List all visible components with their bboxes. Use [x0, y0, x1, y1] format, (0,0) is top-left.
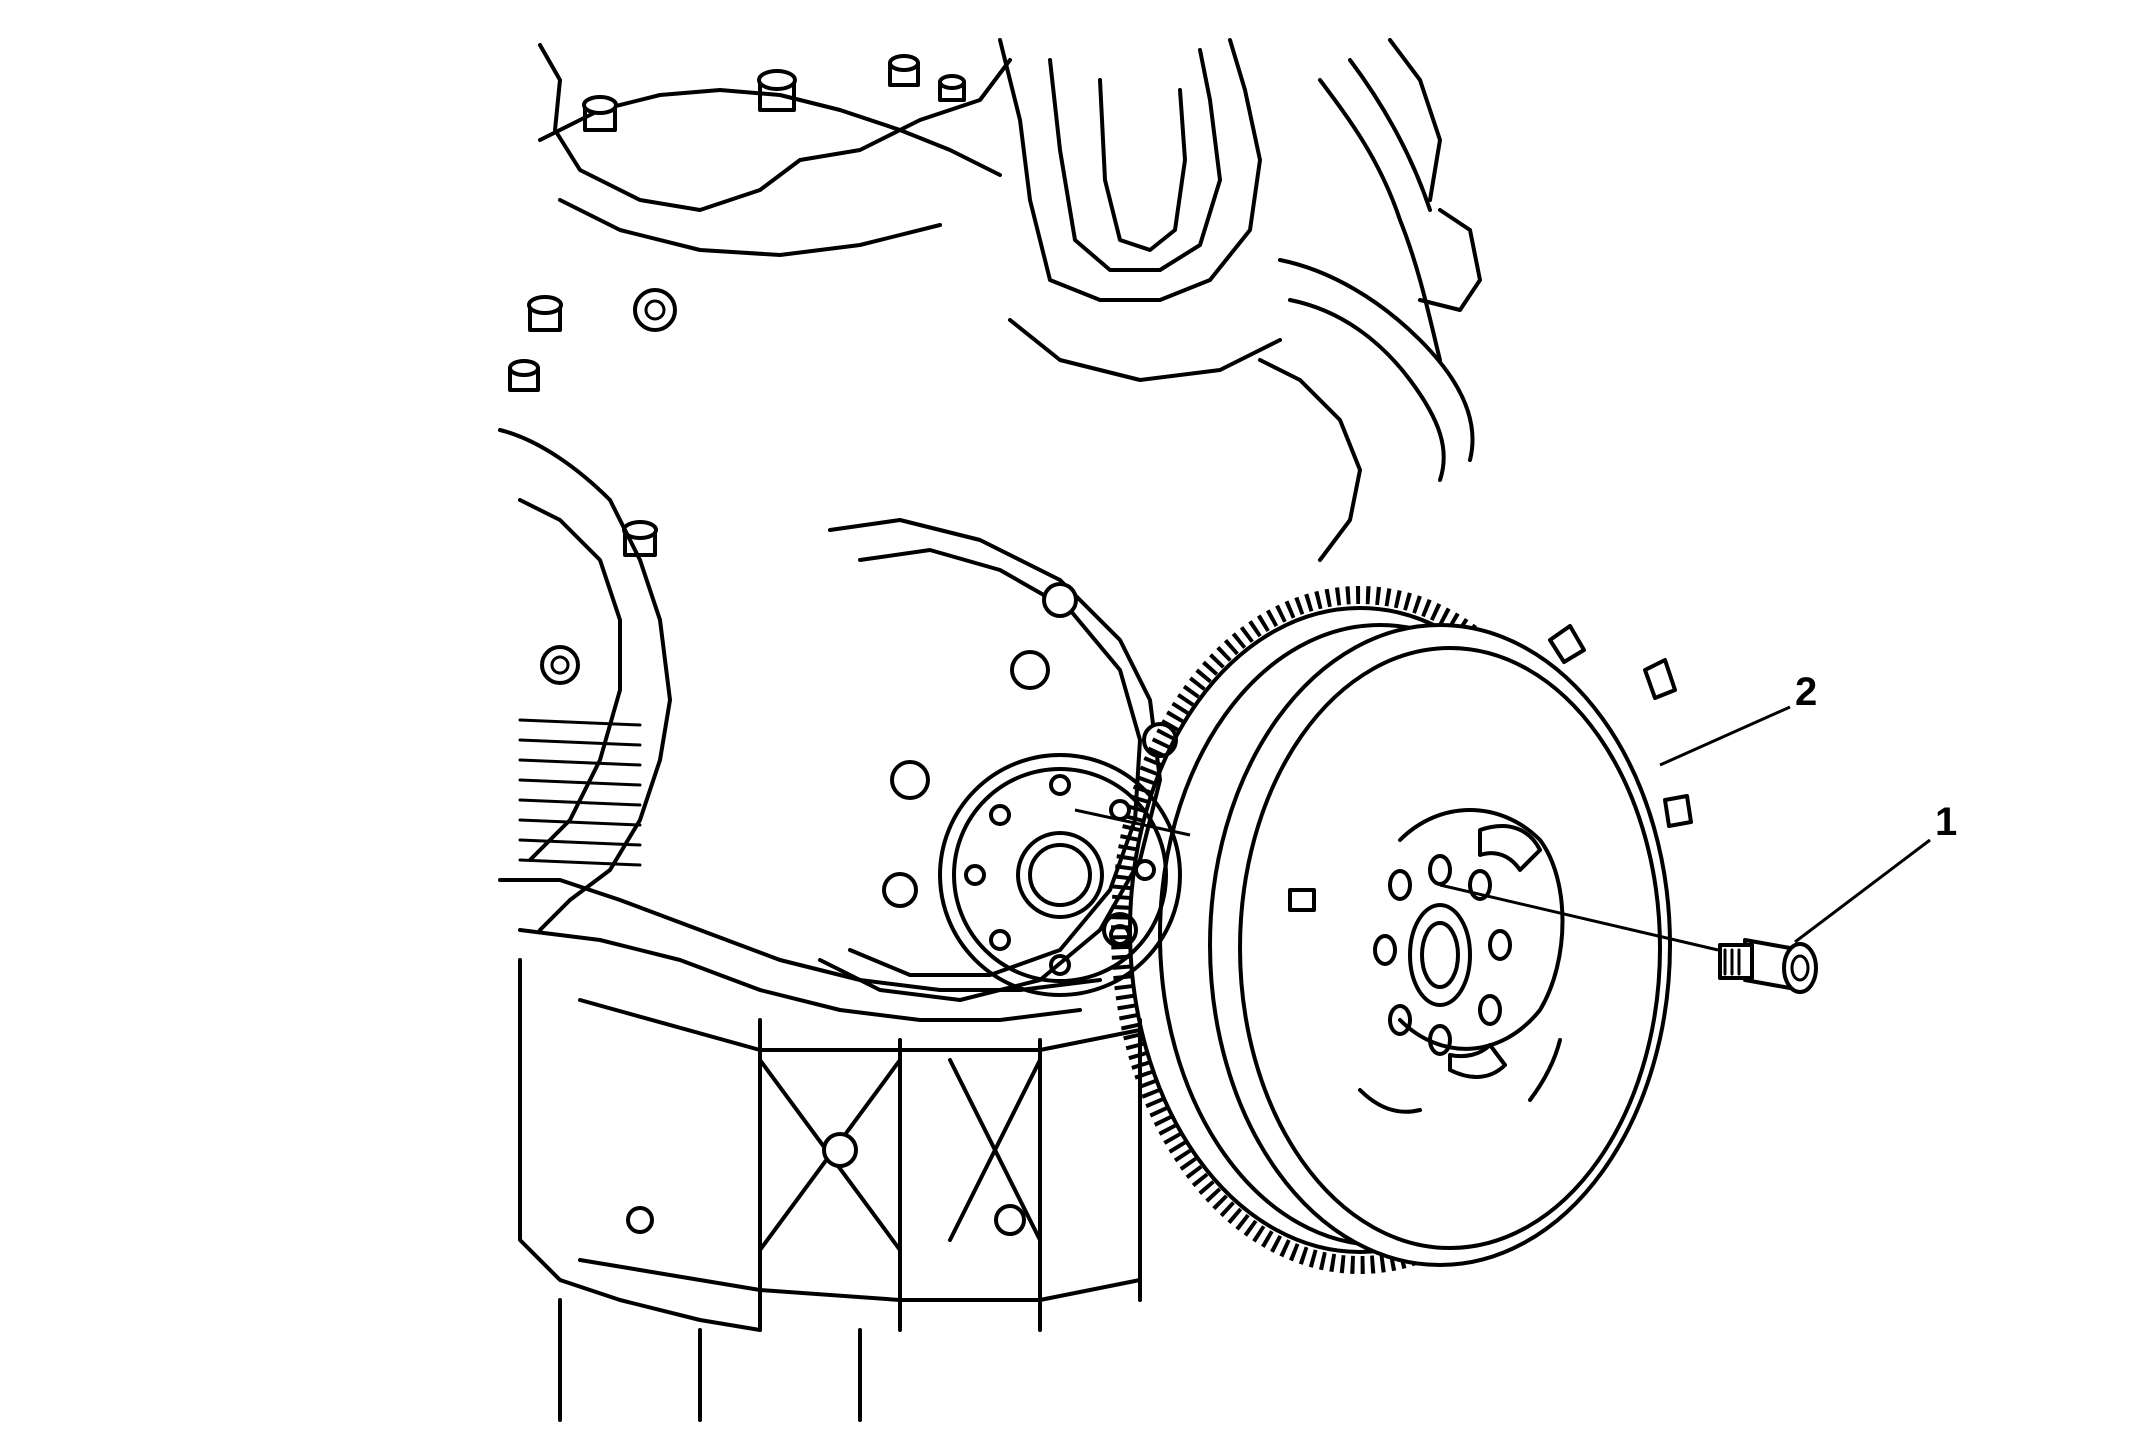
callout-2-label: 2 — [1795, 670, 1817, 714]
block-side-bolts — [508, 288, 677, 685]
alignment-lines — [1074, 808, 1719, 952]
callout-1: 1 — [1794, 800, 1957, 944]
intake-hoses — [1258, 38, 1482, 562]
crankshaft-flange — [938, 753, 1182, 997]
callout-1-label: 1 — [1935, 800, 1957, 844]
engine-block — [498, 38, 1482, 1422]
rear-seal-housing — [818, 518, 1178, 1002]
flywheel — [1111, 586, 1693, 1274]
flywheel-bolt — [1718, 938, 1818, 994]
callout-2: 2 — [1659, 670, 1817, 767]
block-ribs — [518, 718, 642, 867]
head-bolts — [582, 54, 966, 132]
lower-crankcase — [518, 958, 1142, 1422]
flywheel-hub — [1358, 808, 1565, 1114]
exhaust-manifold — [998, 38, 1282, 382]
